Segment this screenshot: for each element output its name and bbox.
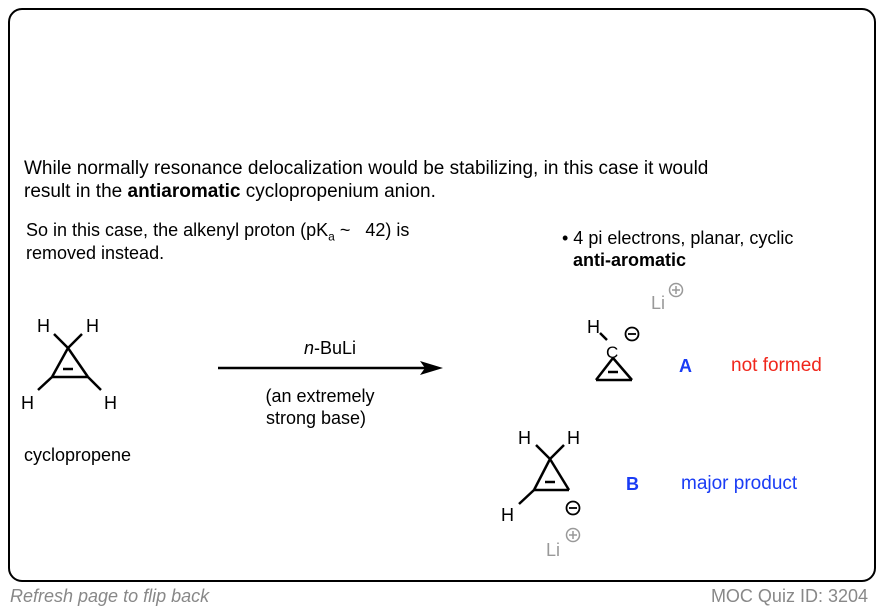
negative-charge-icon	[624, 326, 640, 342]
lithium-counterion: Li	[651, 293, 665, 313]
product-a-letter: A	[679, 356, 692, 376]
quiz-card[interactable]	[8, 8, 876, 582]
explain-text: ~ 42) is	[334, 220, 410, 240]
product-a-status: not formed	[731, 355, 822, 376]
h-atom: H	[86, 316, 99, 336]
reagent-note-2: strong base)	[266, 408, 366, 428]
quiz-id: MOC Quiz ID: 3204	[710, 586, 868, 606]
explain-text: So in this case, the alkenyl proton (pK	[26, 220, 329, 240]
cyclopropene-structure	[37, 333, 102, 391]
h-atom: H	[567, 428, 580, 448]
bullet-text: • 4 pi electrons, planar, cyclic	[562, 228, 794, 248]
pka-subscript: a	[328, 229, 335, 244]
h-atom: H	[104, 393, 117, 413]
h-atom: H	[37, 316, 50, 336]
bullet-bold: anti-aromatic	[573, 250, 687, 270]
intro-line-2: result in the antiaromatic cyclopropeniu…	[24, 181, 436, 203]
reagent-note-1: (an extremely	[265, 386, 374, 406]
positive-charge-icon	[565, 527, 581, 543]
positive-charge-icon	[668, 282, 684, 298]
intro-text: result in the	[24, 181, 128, 202]
negative-charge-icon	[565, 500, 581, 516]
product-b-status: major product	[681, 473, 798, 494]
intro-text: cyclopropenium anion.	[240, 181, 436, 202]
product-b-letter: B	[626, 474, 639, 494]
refresh-hint: Refresh page to flip back	[10, 586, 210, 606]
h-atom: H	[501, 505, 514, 525]
intro-bold: antiaromatic	[127, 181, 241, 202]
arrow-head-icon	[420, 361, 443, 375]
product-b-structure	[518, 444, 581, 516]
reagent-label: n-BuLi	[304, 338, 356, 358]
starting-material-label: cyclopropene	[24, 445, 131, 465]
product-a-structure	[595, 326, 640, 382]
h-atom: H	[21, 393, 34, 413]
intro-line-1: While normally resonance delocalization …	[24, 158, 709, 179]
h-atom: H	[587, 317, 600, 337]
explain-line-1: So in this case, the alkenyl proton (pKa…	[26, 220, 409, 244]
h-atom: H	[518, 428, 531, 448]
carbanion-carbon: C	[606, 343, 618, 362]
explain-line-2: removed instead.	[26, 243, 165, 263]
lithium-counterion: Li	[546, 540, 560, 560]
